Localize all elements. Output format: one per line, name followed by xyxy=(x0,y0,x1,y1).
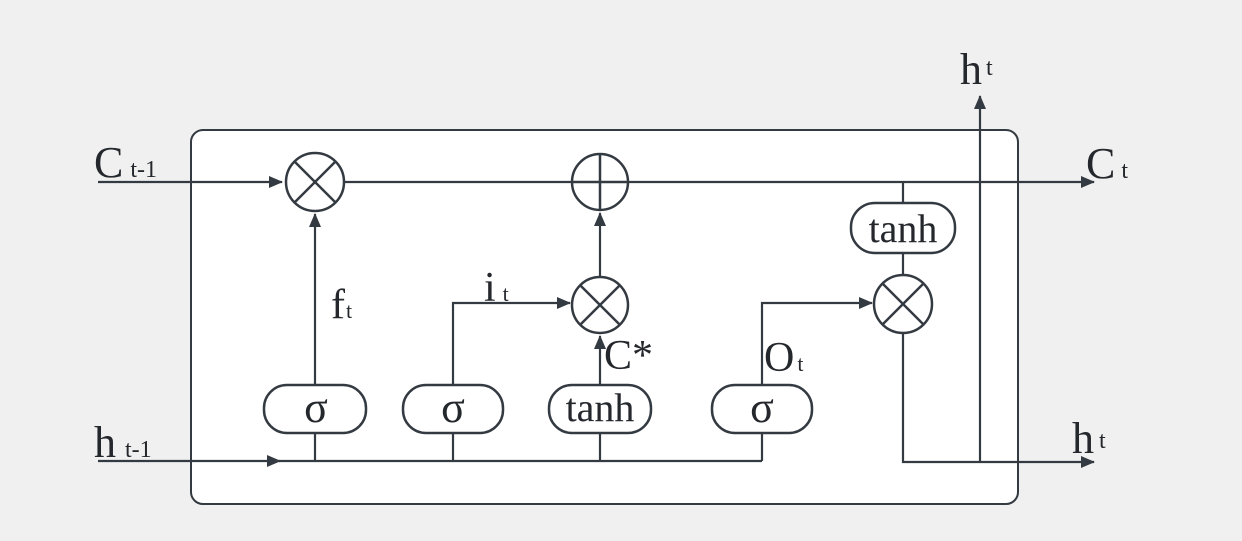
hidden-state-out-line xyxy=(901,333,1095,468)
cell-state-prev-main: C xyxy=(94,138,123,187)
input-signal-sub: t xyxy=(503,281,509,306)
output-tanh-label: tanh xyxy=(869,206,938,251)
hidden-state-prev-main: h xyxy=(94,418,116,467)
forget-signal-sub: t xyxy=(346,298,352,323)
forget-multiply-icon xyxy=(284,151,346,213)
input-gate-box: σ xyxy=(401,383,505,435)
input-signal-line xyxy=(451,297,571,385)
hidden-state-prev-label: h t-1 xyxy=(94,418,152,467)
cell-state-prev-sub: t-1 xyxy=(130,157,157,183)
output-multiply-icon xyxy=(872,273,934,335)
input-multiply-icon xyxy=(570,275,630,335)
candidate-tanh-label: tanh xyxy=(566,385,635,430)
hidden-state-top-sub: t xyxy=(986,55,993,81)
hidden-state-prev-sub: t-1 xyxy=(125,437,152,463)
cell-state-next-sub: t xyxy=(1121,158,1128,184)
forget-gate-label: σ xyxy=(304,383,328,432)
hidden-state-top-main: h xyxy=(960,45,982,94)
candidate-tanh-box: tanh xyxy=(547,383,653,435)
candidate-signal-main: C* xyxy=(604,333,653,379)
cell-state-next-main: C xyxy=(1086,139,1115,188)
candidate-signal-label: C* xyxy=(604,333,653,379)
forget-gate-box: σ xyxy=(262,383,368,435)
output-tanh-box: tanh xyxy=(849,201,957,255)
input-signal-main: i xyxy=(484,265,496,311)
hidden-state-right-main: h xyxy=(1072,414,1094,463)
output-gate-label: σ xyxy=(750,383,774,432)
forget-signal-label: ft xyxy=(331,282,352,328)
forget-signal-main: f xyxy=(331,282,345,328)
output-signal-sub: t xyxy=(797,351,803,376)
candidate-add-icon xyxy=(570,152,630,212)
output-signal-line xyxy=(760,297,873,385)
input-gate-label: σ xyxy=(441,383,465,432)
output-gate-box: σ xyxy=(710,383,814,435)
output-signal-main: O xyxy=(764,335,794,381)
hidden-state-right-sub: t xyxy=(1099,428,1106,454)
